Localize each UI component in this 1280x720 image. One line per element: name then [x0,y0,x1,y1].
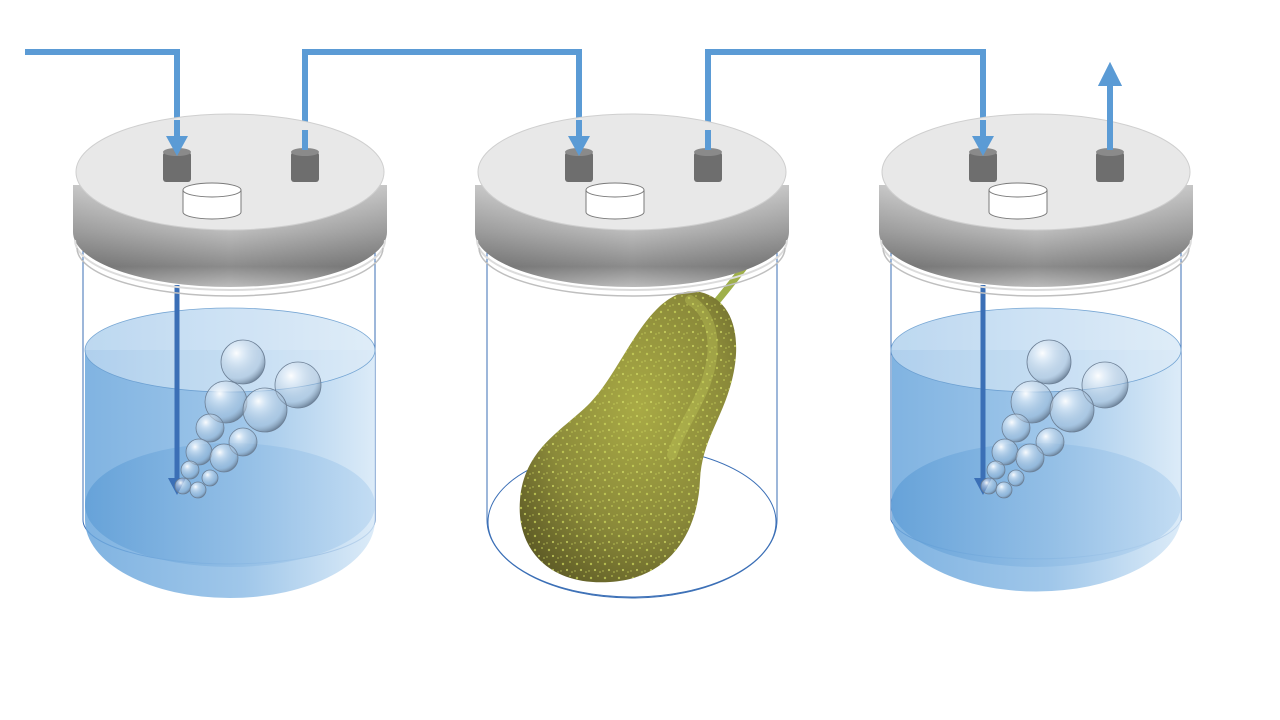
bubble [1081,361,1129,409]
arrow-tips-front [166,62,1122,156]
bubble [195,413,225,443]
jar-2-septum [585,190,645,220]
bubble [201,469,219,487]
bubble [242,387,288,433]
jar-3-water-bottom [891,443,1181,567]
bubble [980,477,998,495]
bubble [1015,443,1045,473]
bubble [274,361,322,409]
jar-2-lid [475,113,789,297]
jar-1-water-bottom [85,443,375,567]
bubble [228,427,258,457]
bubble [995,481,1013,499]
bubble [1035,427,1065,457]
jar-2-outlet-port [694,152,722,182]
bubble [1001,413,1031,443]
bubble [180,460,200,480]
jar-3-bubbles [980,339,1129,499]
jar-1-bubbles [174,339,322,499]
jar-3-lid [879,113,1193,297]
jar-1 [73,113,387,598]
jar-2 [475,113,789,599]
inlet-tube [25,49,180,140]
tube-stubs [174,82,1113,150]
jar-3-inlet-port [969,152,997,182]
jar-3 [879,113,1193,592]
bubble [209,443,239,473]
bubble [1049,387,1095,433]
tube-jar1-to-jar2 [302,49,582,150]
jar-2-inlet-port [565,152,593,182]
bubble [986,460,1006,480]
jar-1-septum [182,190,242,220]
bubble [220,339,266,385]
jar-3-outlet-port [1096,152,1124,182]
bubble [174,477,192,495]
bubble [1007,469,1025,487]
bubble [1026,339,1072,385]
tube-jar2-to-jar3 [705,49,986,150]
jar-3-septum [988,190,1048,220]
jar-1-outlet-port [291,152,319,182]
pear [519,262,749,583]
bubble [189,481,207,499]
jar-1-lid [73,113,387,297]
jar-1-inlet-port [163,152,191,182]
